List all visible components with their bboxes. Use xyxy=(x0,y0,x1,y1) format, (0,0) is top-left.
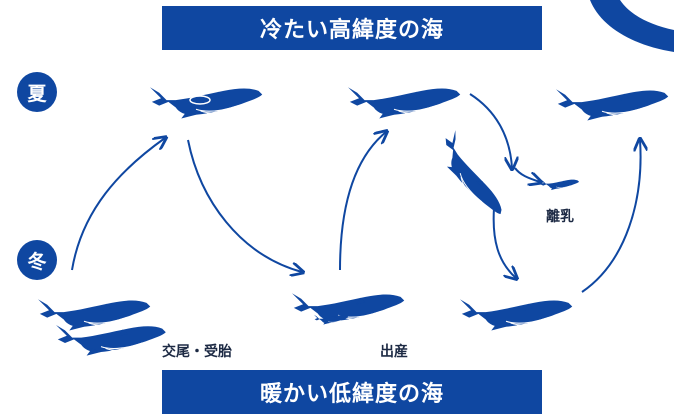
whale-icon-pair-1 xyxy=(37,298,151,332)
whale-icon-summer-2 xyxy=(347,86,461,120)
arrow-winter-to-summer-3 xyxy=(581,140,641,293)
whale-icon-mother-birth xyxy=(291,292,405,326)
krill-mouth-icon xyxy=(189,95,211,105)
arrow-summer-to-birth xyxy=(187,139,302,272)
label-birth: 出産 xyxy=(380,344,408,360)
arrow-birth-to-summer xyxy=(339,132,386,271)
decorative-swoosh xyxy=(590,0,674,52)
whale-icon-summer-3 xyxy=(555,88,669,122)
arrow-dive-to-winter xyxy=(492,207,516,278)
whale-icon-winter-3 xyxy=(459,298,573,332)
season-badge-summer: 夏 xyxy=(17,72,57,112)
whale-icon-mother-diving xyxy=(432,129,507,226)
arrow-summer-to-weaning xyxy=(469,93,512,168)
whale-icon-calf-weaned xyxy=(539,179,580,191)
season-badge-winter: 冬 xyxy=(17,240,57,280)
banner-warm-low-latitude: 暖かい低緯度の海 xyxy=(162,370,542,414)
label-weaning: 離乳 xyxy=(546,209,574,225)
arrow-mother-to-calf xyxy=(514,167,540,182)
arrow-winter-to-summer-1 xyxy=(71,138,165,271)
banner-cold-high-latitude: 冷たい高緯度の海 xyxy=(162,6,542,50)
label-mating: 交尾・受胎 xyxy=(162,344,232,360)
